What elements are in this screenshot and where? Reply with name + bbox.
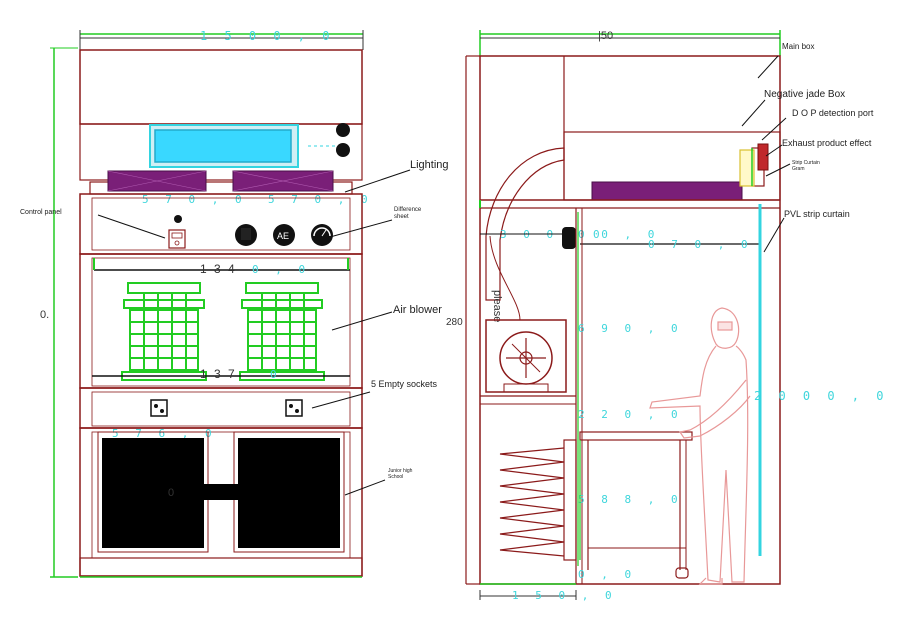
pleated-filter — [499, 439, 577, 561]
dim-side-height: 2 0 0 0 , 0 — [754, 389, 888, 403]
label-negative-jade-box: Negative jade Box — [764, 89, 845, 100]
dim-mid-c: 5 8 8 , 0 — [578, 493, 683, 506]
dim-front-height: 0. — [40, 309, 49, 321]
top-box — [79, 49, 363, 125]
air-blower-unit-left — [121, 282, 207, 381]
side-frame — [479, 55, 781, 585]
dim-grid-suffix: 0 — [270, 368, 282, 381]
socket-strip — [79, 387, 363, 429]
label-exhaust: Exhaust product effect — [782, 138, 872, 148]
label-lighting: Lighting — [410, 159, 449, 171]
dim-filter-left: 5 7 0 , 0 — [142, 193, 247, 206]
exhaust-icon — [739, 149, 755, 187]
label-control-panel: Control panel — [20, 209, 62, 216]
dim-mid-b: 2 2 0 , 0 — [578, 408, 683, 421]
dim-inner-width: 1 3 4 — [200, 262, 237, 276]
label-pvl-curtain: PVL strip curtain — [784, 209, 850, 219]
dim-inner-width-suffix: 0 , 0 — [252, 263, 310, 276]
air-duct — [485, 147, 565, 301]
dim-bottom-small: 0 , 0 — [578, 568, 636, 581]
dim-filter-right: 5 7 0 , 0 — [268, 193, 373, 206]
front-view: 1 5 0 0 , 0 0. 5 7 0 , 0 5 7 0 , 0 — [20, 29, 449, 578]
label-please: please — [491, 290, 503, 322]
knob-icon — [336, 123, 350, 137]
gauge-ae-text: AE — [277, 231, 289, 241]
label-dop-port: D O P detection port — [792, 108, 874, 118]
socket-icon — [150, 399, 168, 417]
cabinet-door-left — [102, 438, 204, 548]
cabinet-door-right — [238, 438, 340, 548]
dim-top-depth: |50 — [598, 30, 613, 42]
side-knob-icon — [562, 227, 576, 249]
dim-lower: 5 7 6 , 0 — [112, 427, 217, 440]
side-view: |50 0 7 0 , 0 please 3 0 0 , 0 0 0 , 0 2… — [446, 30, 888, 602]
dim-center-zero: 0 — [168, 487, 174, 499]
socket-icon — [285, 399, 303, 417]
label-air-blower: Air blower — [393, 304, 442, 316]
dim-top-width: 1 5 0 0 , 0 — [200, 29, 334, 43]
label-main-box: Main box — [782, 42, 814, 51]
dim-left-b: 0 0 , 0 — [578, 228, 659, 241]
side-filter — [591, 181, 743, 201]
gauge-ae-icon — [273, 224, 295, 246]
dim-left-280: 280 — [446, 317, 463, 328]
dim-bottom-depth: 1 5 0 , 0 — [512, 589, 617, 602]
dop-port-icon — [757, 143, 769, 171]
dim-mid-a: 6 9 0 , 0 — [578, 322, 683, 335]
label-empty-sockets: 5 Empty sockets — [371, 379, 438, 389]
operator-figure — [649, 307, 751, 585]
dim-grid-width: 1 3 7 — [200, 367, 237, 381]
dim-inner-depth: 0 7 0 , 0 — [648, 238, 753, 251]
knob-icon — [336, 143, 350, 157]
work-table — [579, 431, 693, 441]
control-panel-icon — [168, 229, 186, 249]
air-blower-unit-right — [239, 282, 325, 381]
